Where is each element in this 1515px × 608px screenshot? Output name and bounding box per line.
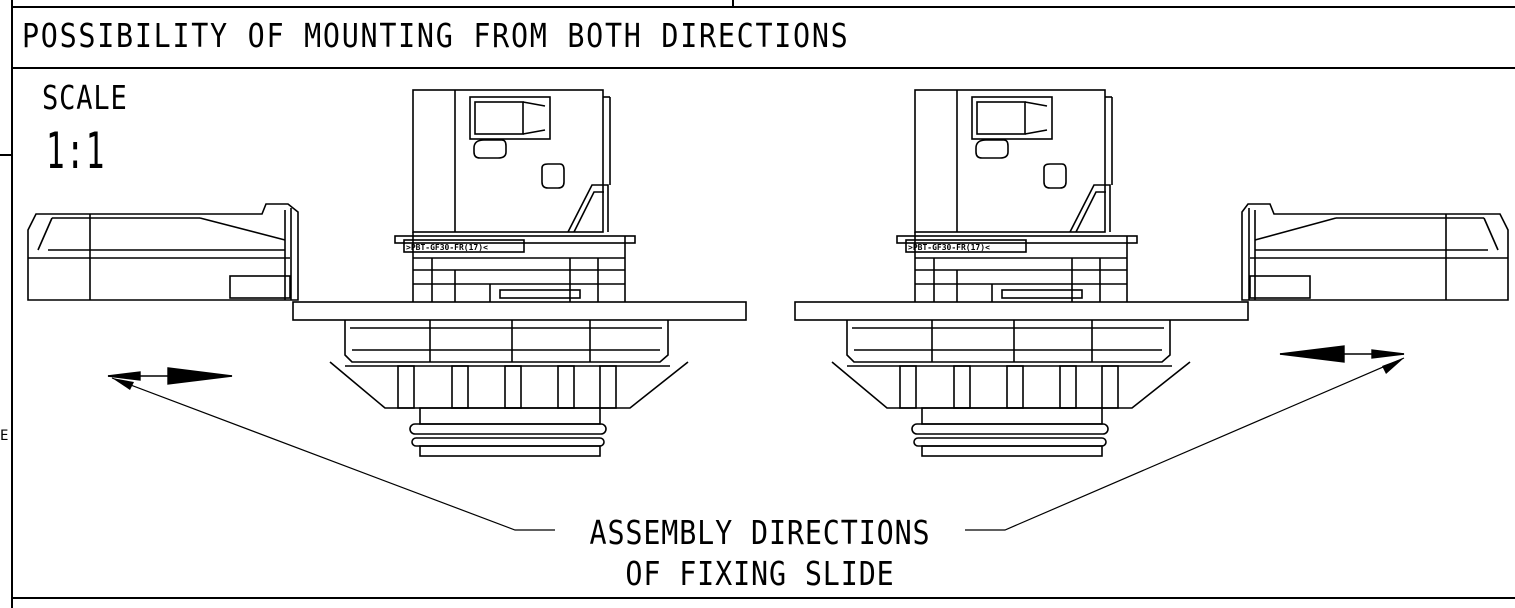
direction-arrow-right bbox=[1279, 345, 1405, 363]
callout-line-1: ASSEMBLY DIRECTIONS bbox=[589, 513, 931, 552]
edge-mark: E bbox=[0, 428, 9, 444]
left-fixing-slide bbox=[27, 203, 299, 301]
right-part-marking: >PBT-GF30-FR(17)< bbox=[908, 243, 990, 252]
leader-arrowhead-left bbox=[112, 378, 134, 390]
direction-arrow-left bbox=[107, 367, 233, 385]
right-mounting-plate bbox=[794, 301, 1249, 321]
left-part-marking: >PBT-GF30-FR(17)< bbox=[406, 243, 488, 252]
left-assembly bbox=[292, 89, 747, 457]
right-fixing-slide bbox=[1241, 203, 1509, 301]
right-assembly bbox=[794, 89, 1249, 457]
leader-lines bbox=[111, 357, 1405, 531]
scale-label: SCALE bbox=[42, 78, 128, 117]
callout-line-2: OF FIXING SLIDE bbox=[625, 554, 895, 593]
left-mounting-plate bbox=[292, 301, 747, 321]
leader-arrowhead-right bbox=[1382, 358, 1404, 374]
assembly-directions-callout: ASSEMBLY DIRECTIONS OF FIXING SLIDE bbox=[555, 512, 965, 594]
scale-value: 1:1 bbox=[46, 122, 106, 180]
view-title: POSSIBILITY OF MOUNTING FROM BOTH DIRECT… bbox=[22, 16, 850, 55]
